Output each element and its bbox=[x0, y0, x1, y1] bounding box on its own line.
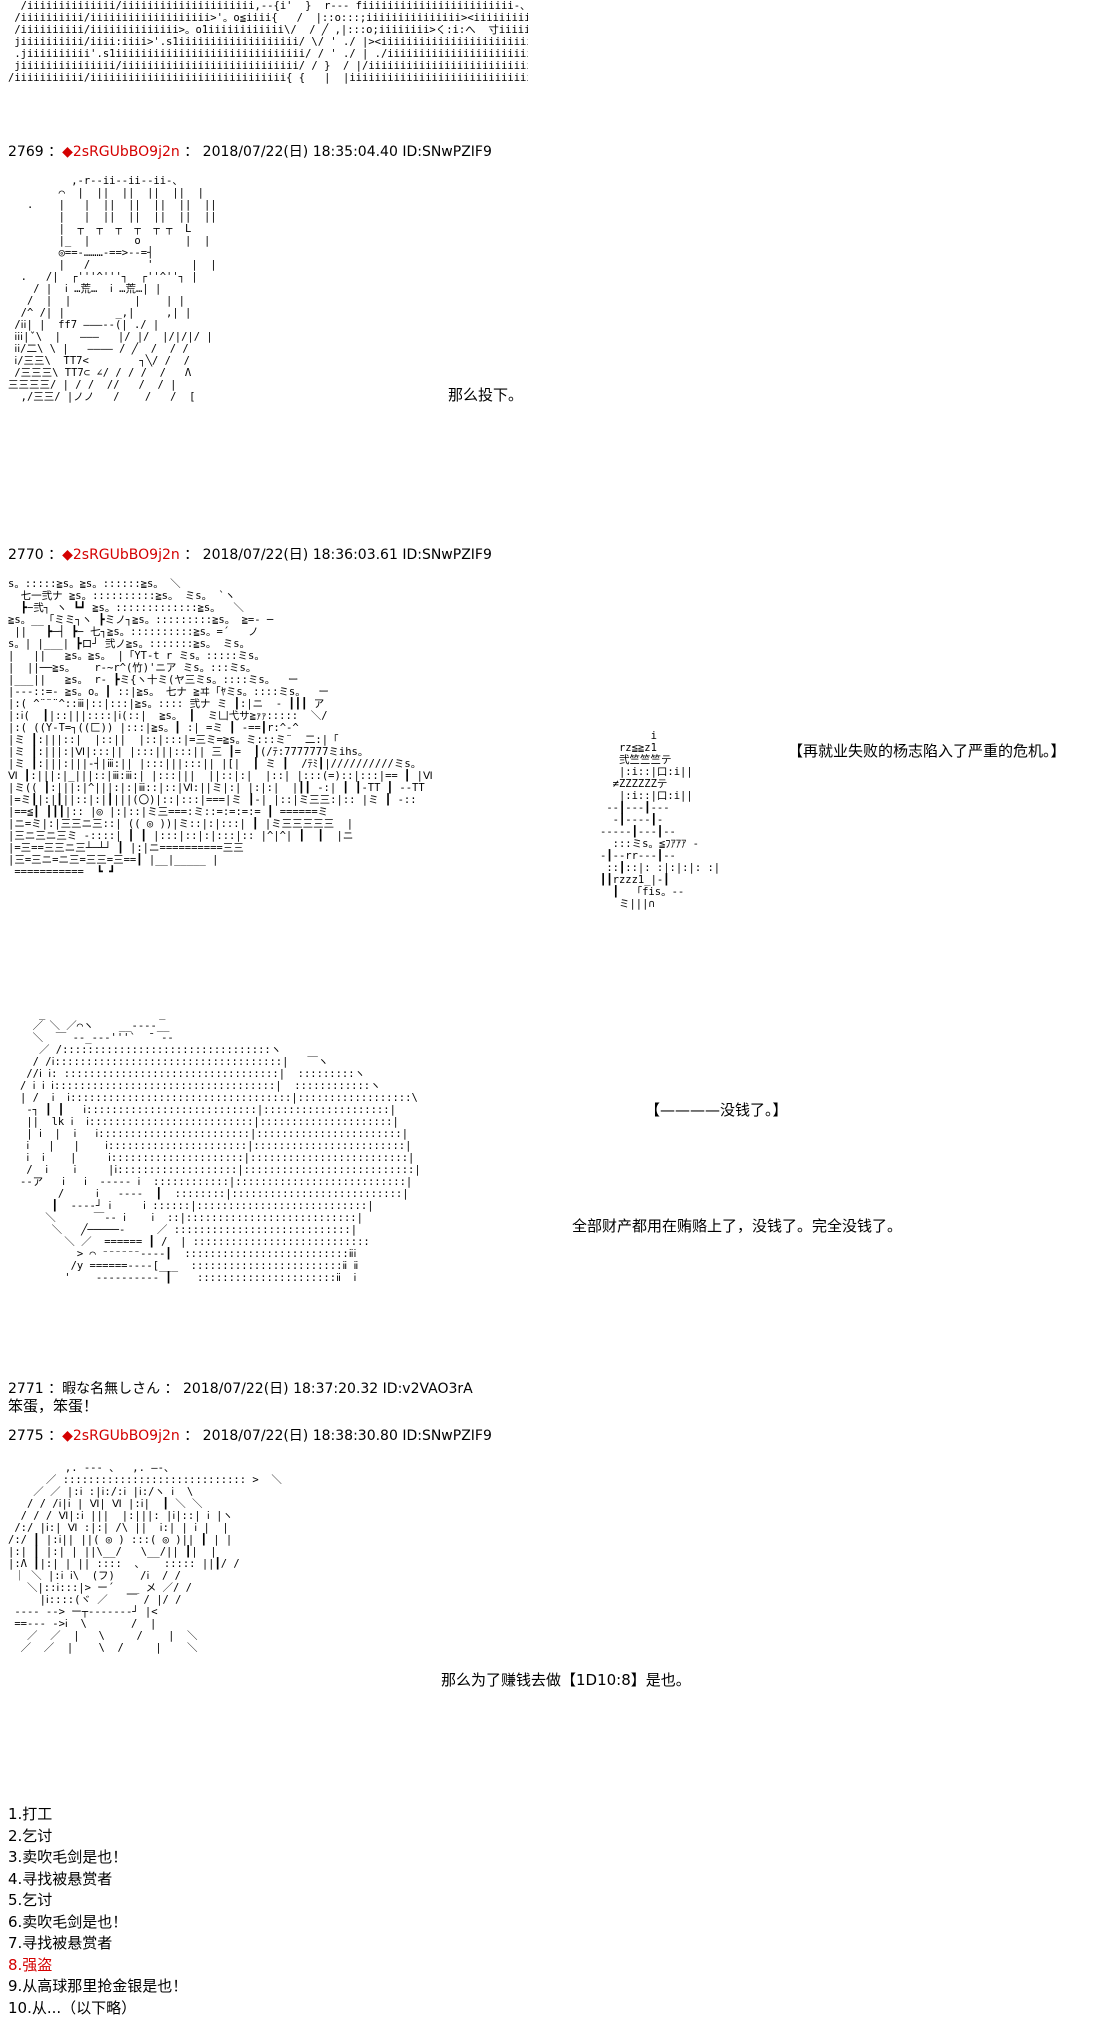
post-number: 2769 bbox=[8, 144, 44, 160]
post-header-2775: 2775 ：◆2sRGUbBO9j2n ： 2018/07/22(日) 18:3… bbox=[8, 1427, 492, 1445]
caption-2769: 那么投下。 bbox=[448, 385, 523, 405]
choice-item: 2.乞讨 bbox=[8, 1826, 187, 1848]
post-date: 2018/07/22(日) 18:35:04.40 ID:SNwPZIF9 bbox=[203, 144, 492, 160]
ascii-art-2775: ,. --- 、 ,. ―-、 ／ ::::::::::::::::::::::… bbox=[8, 1462, 358, 1792]
top-ascii-art: /iiiiiiiiiiiiii/iiiiiiiiiiiiiiiiiiiii,-‐… bbox=[8, 0, 528, 115]
post-number: 2775 bbox=[8, 1428, 44, 1444]
caption-2770-detail: 全部财产都用在贿赂上了，没钱了。完全没钱了。 bbox=[572, 1216, 902, 1236]
post-number: 2770 bbox=[8, 547, 44, 563]
trip-diamond-icon: ◆ bbox=[62, 144, 73, 160]
post-body-2771: 笨蛋，笨蛋！ bbox=[8, 1396, 98, 1416]
choice-item: 9.从高球那里抢金银是也！ bbox=[8, 1976, 187, 1998]
choice-item: 1.打工 bbox=[8, 1804, 187, 1826]
trip-code[interactable]: 2sRGUbBO9j2n bbox=[73, 547, 180, 563]
choice-item: 5.乞讨 bbox=[8, 1890, 187, 1912]
trip-code[interactable]: 2sRGUbBO9j2n bbox=[73, 1428, 180, 1444]
choice-item: 3.卖吹毛剑是也！ bbox=[8, 1847, 187, 1869]
post-date: 2018/07/22(日) 18:38:30.80 ID:SNwPZIF9 bbox=[203, 1428, 492, 1444]
caption-2770: 【再就业失败的杨志陷入了严重的危机。】 bbox=[788, 741, 1066, 761]
post-header-2770: 2770 ：◆2sRGUbBO9j2n ： 2018/07/22(日) 18:3… bbox=[8, 546, 492, 564]
choice-list: 1.打工 2.乞讨 3.卖吹毛剑是也！ 4.寻找被悬赏者 5.乞讨 6.卖吹毛剑… bbox=[8, 1804, 187, 2019]
choice-item: 4.寻找被悬赏者 bbox=[8, 1869, 187, 1891]
post-date: 2018/07/22(日) 18:36:03.61 ID:SNwPZIF9 bbox=[203, 547, 492, 563]
choice-item: 10.从...（以下略） bbox=[8, 1998, 187, 2019]
trip-code[interactable]: 2sRGUbBO9j2n bbox=[73, 144, 180, 160]
trip-diamond-icon: ◆ bbox=[62, 1428, 73, 1444]
ascii-art-2769: ,-r--ii--ii--ii-、 ⌒ | || || || || | . | … bbox=[8, 175, 438, 515]
poster-name: 暇な名無しさん bbox=[62, 1381, 160, 1397]
post-number: 2771 bbox=[8, 1381, 44, 1397]
post-date: 2018/07/22(日) 18:37:20.32 ID:v2VAO3rA bbox=[183, 1381, 473, 1397]
caption-2770-no-money: 【————没钱了。】 bbox=[645, 1100, 788, 1120]
ascii-art-2770: s。:::::≧s。≧s。::::::≧s。 ＼ 七一弐ナ ≧s。:::::::… bbox=[8, 578, 608, 953]
caption-2775: 那么为了赚钱去做【1D10:8】是也。 bbox=[441, 1670, 691, 1690]
ship-ascii-art: i rz≦≧z1 弐竺竺竺テ |:i::|口:i|| ≠ZZZZZZテ |:i:… bbox=[600, 730, 810, 955]
trip-diamond-icon: ◆ bbox=[62, 547, 73, 563]
post-header-2769: 2769 ：◆2sRGUbBO9j2n ： 2018/07/22(日) 18:3… bbox=[8, 143, 492, 161]
choice-item: 6.卖吹毛剑是也！ bbox=[8, 1912, 187, 1934]
choice-item: 7.寻找被悬赏者 bbox=[8, 1933, 187, 1955]
choice-item-selected: 8.强盗 bbox=[8, 1955, 187, 1977]
ascii-art-2770-character: _ _ ／ ＼ ／⌒ヽ __----__ ＼ ￣ ‐‐_--‐'''` ̄ ‐‐… bbox=[20, 1008, 520, 1338]
